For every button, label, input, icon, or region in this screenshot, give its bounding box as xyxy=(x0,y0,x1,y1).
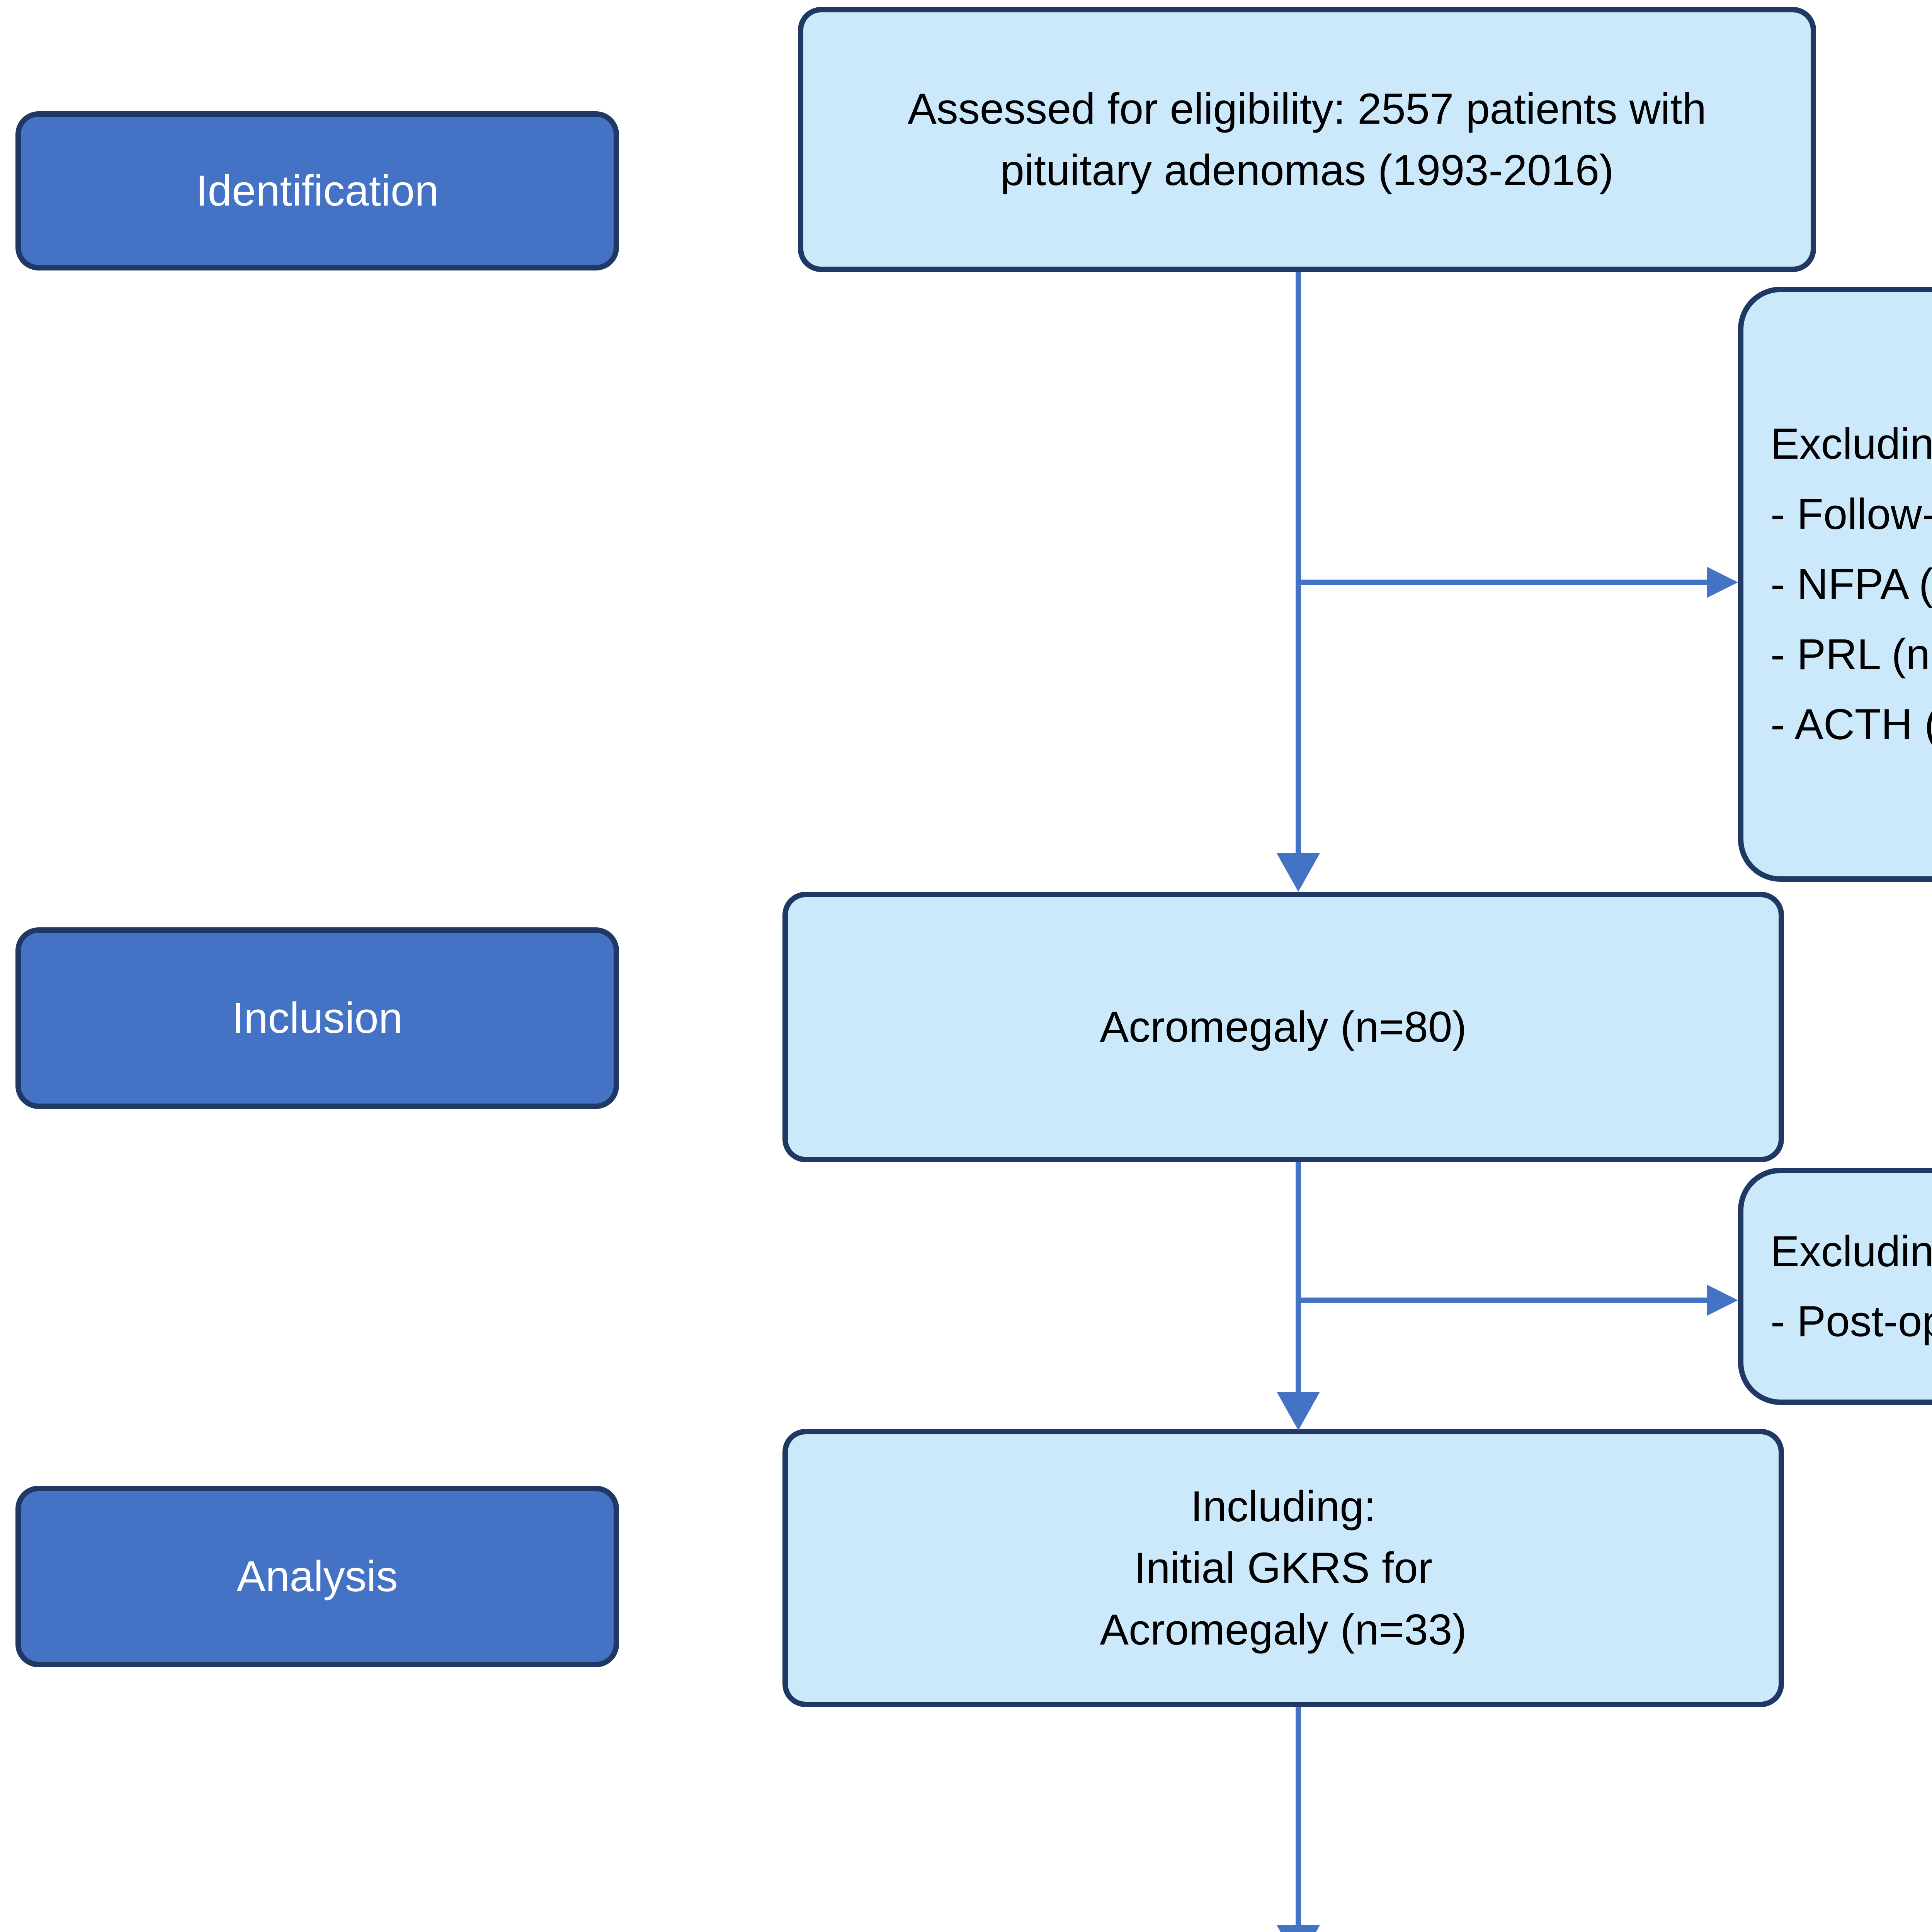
stage-label-analysis-text: Analysis xyxy=(236,1552,398,1601)
arrowhead-acromegaly-to-excluded-2-icon xyxy=(1707,1285,1738,1316)
stage-label-identification-text: Identification xyxy=(196,167,439,215)
connector-acromegaly-to-excluded-2-line xyxy=(1298,1298,1708,1303)
node-including-initial-gkrs-text: Including: Initial GKRS for Acromegaly (… xyxy=(1100,1482,1467,1654)
arrowhead-assessed-to-acromegaly-icon xyxy=(1277,853,1320,892)
node-assessed-for-eligibility: Assessed for eligibility: 2557 patients … xyxy=(798,7,1816,272)
node-assessed-for-eligibility-text: Assessed for eligibility: 2557 patients … xyxy=(908,84,1706,194)
stage-label-analysis: Analysis xyxy=(15,1486,619,1667)
arrowhead-assessed-to-excluded-1-icon xyxy=(1707,567,1738,598)
node-excluded-criteria-2-text: Excluding: - Post-operation (n=47) xyxy=(1770,1227,1932,1345)
node-acromegaly-text: Acromegaly (n=80) xyxy=(1100,1003,1467,1051)
node-excluded-criteria-2: Excluding: - Post-operation (n=47) xyxy=(1738,1168,1932,1405)
node-acromegaly: Acromegaly (n=80) xyxy=(782,892,1784,1162)
connector-acromegaly-to-including-line xyxy=(1296,1162,1301,1394)
stage-label-inclusion-text: Inclusion xyxy=(231,994,403,1043)
node-excluded-criteria-1-text: Excluding: - Follow-up < 12 months (n=18… xyxy=(1770,420,1932,749)
stage-label-inclusion: Inclusion xyxy=(15,927,619,1109)
connector-assessed-to-acromegaly-line xyxy=(1296,272,1301,855)
stage-label-identification: Identification xyxy=(15,111,619,270)
arrowhead-acromegaly-to-including-icon xyxy=(1277,1392,1320,1430)
node-including-initial-gkrs: Including: Initial GKRS for Acromegaly (… xyxy=(782,1429,1784,1707)
connector-assessed-to-excluded-1-line xyxy=(1298,580,1708,585)
arrowhead-including-to-followup-icon xyxy=(1277,1925,1320,1932)
node-excluded-criteria-1: Excluding: - Follow-up < 12 months (n=18… xyxy=(1738,287,1932,882)
connector-including-to-followup-line xyxy=(1296,1707,1301,1928)
